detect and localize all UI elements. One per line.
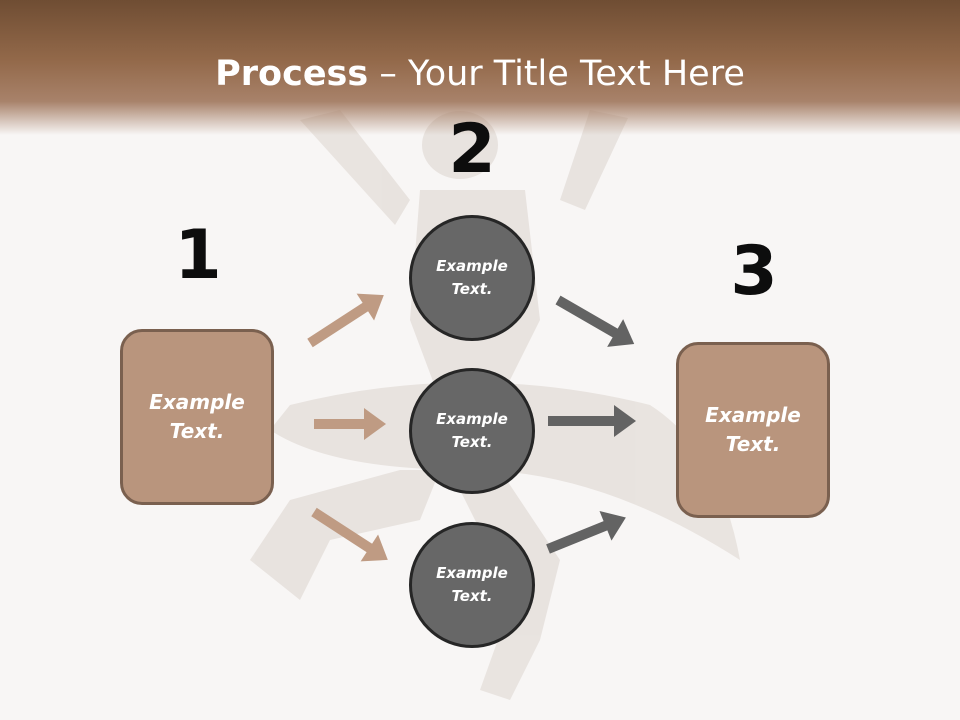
arrow-icon-right-middle: [548, 405, 636, 437]
step1-text: Example Text.: [149, 390, 245, 443]
title-rest: – Your Title Text Here: [368, 54, 745, 94]
right-arrows: [546, 295, 636, 554]
step-number-1: 1: [174, 216, 222, 295]
circle-text-top: Example Text.: [436, 257, 508, 298]
step3-box: Example Text.: [676, 342, 830, 518]
arrow-icon-right-top: [555, 295, 635, 347]
title-bar: [0, 0, 960, 135]
arrow-icon-left-middle: [314, 408, 386, 440]
step2-circle-bottom: Example Text.: [409, 522, 535, 648]
step-number-3: 3: [730, 232, 778, 311]
left-arrows: [307, 293, 388, 562]
step2-circle-middle: Example Text.: [409, 368, 535, 494]
arrow-icon-left-bottom: [311, 507, 388, 562]
step3-text: Example Text.: [705, 403, 801, 456]
arrow-icon-left-top: [307, 293, 384, 348]
step1-box: Example Text.: [120, 329, 274, 505]
arrow-icon-right-bottom: [546, 510, 626, 554]
title-bold: Process: [215, 54, 369, 94]
slide-title: Process – Your Title Text Here: [0, 52, 960, 96]
circle-text-middle: Example Text.: [436, 410, 508, 451]
step-number-2: 2: [448, 110, 496, 189]
step2-circle-top: Example Text.: [409, 215, 535, 341]
circle-text-bottom: Example Text.: [436, 564, 508, 605]
